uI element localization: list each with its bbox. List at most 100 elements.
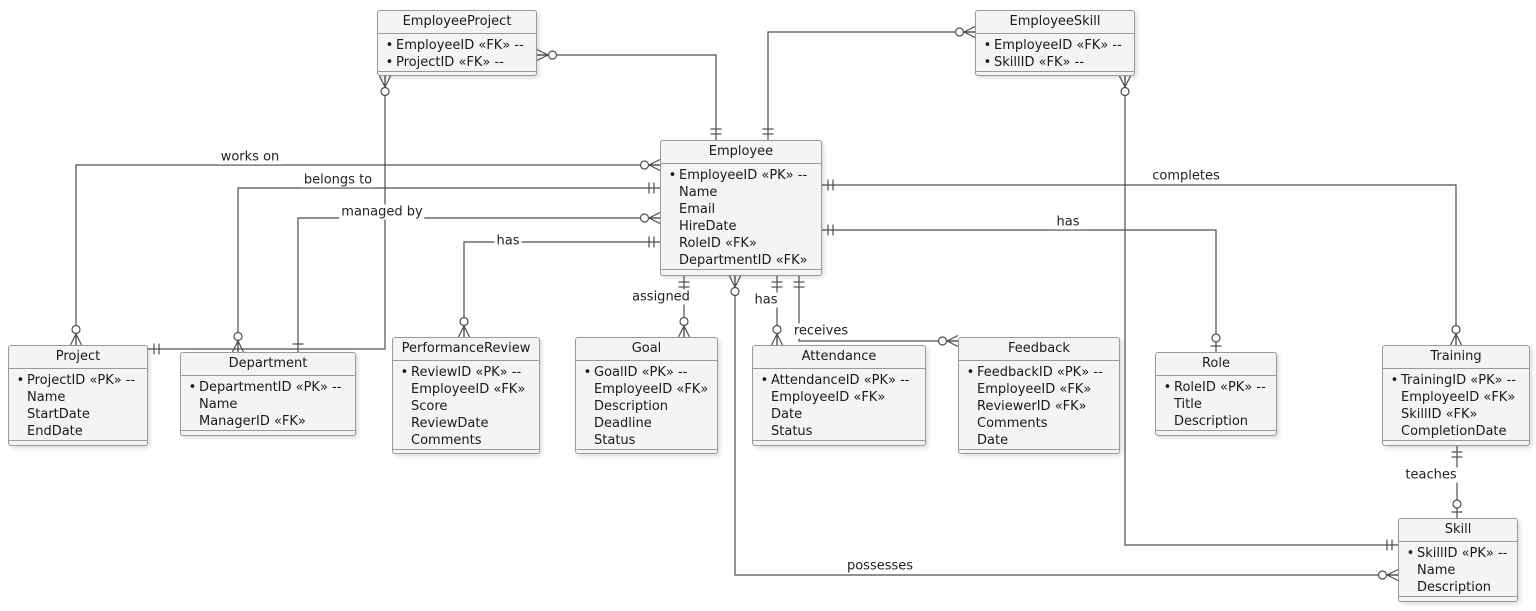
attr-bullet: • [1163, 380, 1172, 395]
entity-attributes: •RoleID «PK» -- Title Description [1156, 376, 1276, 430]
entity-footer [9, 440, 147, 445]
entity-performancereview[interactable]: PerformanceReview •ReviewID «PK» -- Empl… [392, 337, 540, 454]
entity-footer [753, 440, 925, 445]
attr-bullet [1388, 389, 1401, 406]
attribute-row: EmployeeID «FK» [964, 381, 1114, 398]
attribute-row: Description [1161, 413, 1271, 430]
attribute-row: EmployeeID «FK» [1388, 389, 1524, 406]
entity-employeeproject[interactable]: EmployeeProject •EmployeeID «FK» -- •Pro… [377, 10, 537, 76]
entity-department[interactable]: Department •DepartmentID «PK» -- Name Ma… [180, 352, 356, 436]
entity-title: Role [1156, 353, 1276, 376]
attr-text: Name [27, 390, 66, 405]
entity-title: PerformanceReview [393, 338, 539, 361]
relationship-label-has-role: has [1054, 214, 1082, 230]
attribute-row: RoleID «FK» [666, 235, 816, 252]
attr-text: SkillID «PK» -- [1417, 546, 1508, 561]
attr-bullet: • [668, 168, 677, 183]
attr-bullet [758, 406, 771, 423]
entity-footer [976, 71, 1134, 75]
attr-bullet [1161, 396, 1174, 413]
entity-goal[interactable]: Goal •GoalID «PK» -- EmployeeID «FK» Des… [575, 337, 718, 454]
attr-text: ProjectID «FK» -- [396, 55, 504, 70]
attribute-row: ManagerID «FK» [186, 413, 350, 430]
attribute-row: EndDate [14, 423, 142, 440]
attribute-row: Status [581, 432, 712, 449]
relationship-label-possesses: possesses [844, 558, 916, 574]
entity-skill[interactable]: Skill •SkillID «PK» -- Name Description [1398, 518, 1518, 602]
attr-bullet: • [188, 380, 197, 395]
attribute-row: Title [1161, 396, 1271, 413]
attr-text: RoleID «FK» [679, 236, 757, 251]
attr-text: EmployeeID «FK» [594, 382, 709, 397]
entity-role[interactable]: Role •RoleID «PK» -- Title Description [1155, 352, 1277, 436]
attr-bullet: • [400, 365, 409, 380]
attr-text: AttendanceID «PK» -- [771, 373, 910, 388]
attr-text: Comments [411, 433, 482, 448]
entity-attributes: •SkillID «PK» -- Name Description [1399, 542, 1517, 596]
attr-text: RoleID «PK» -- [1174, 380, 1266, 395]
attribute-row: Name [14, 389, 142, 406]
attr-text: ReviewDate [411, 416, 489, 431]
attribute-row: Deadline [581, 415, 712, 432]
attr-bullet: • [583, 365, 592, 380]
attr-text: SkillID «FK» [1401, 407, 1478, 422]
entity-footer [1399, 596, 1517, 601]
attr-text: EmployeeID «FK» [977, 382, 1092, 397]
entity-attributes: •DepartmentID «PK» -- Name ManagerID «FK… [181, 376, 355, 430]
attribute-row: EmployeeID «FK» [581, 381, 712, 398]
attribute-row: Date [758, 406, 920, 423]
attr-text: ReviewID «PK» -- [411, 365, 522, 380]
attribute-row: •FeedbackID «PK» -- [964, 364, 1114, 381]
attr-bullet [581, 415, 594, 432]
entity-attributes: •ProjectID «PK» -- Name StartDate EndDat… [9, 369, 147, 440]
attribute-row: •EmployeeID «FK» -- [383, 37, 531, 54]
entity-employee[interactable]: Employee •EmployeeID «PK» -- Name Email … [660, 140, 822, 276]
attribute-row: •ProjectID «PK» -- [14, 372, 142, 389]
attr-text: EmployeeID «FK» [411, 382, 526, 397]
entity-attendance[interactable]: Attendance •AttendanceID «PK» -- Employe… [752, 345, 926, 446]
attribute-row: Description [1404, 579, 1512, 596]
attr-text: DepartmentID «PK» -- [199, 380, 342, 395]
entity-attributes: •AttendanceID «PK» -- EmployeeID «FK» Da… [753, 369, 925, 440]
attr-bullet [581, 381, 594, 398]
attribute-row: Name [186, 396, 350, 413]
attribute-row: •AttendanceID «PK» -- [758, 372, 920, 389]
entity-footer [393, 449, 539, 453]
entity-employeeskill[interactable]: EmployeeSkill •EmployeeID «FK» -- •Skill… [975, 10, 1135, 76]
entity-training[interactable]: Training •TrainingID «PK» -- EmployeeID … [1382, 345, 1530, 446]
attr-bullet [666, 235, 679, 252]
entity-project[interactable]: Project •ProjectID «PK» -- Name StartDat… [8, 345, 148, 446]
attr-bullet [14, 389, 27, 406]
entity-title: EmployeeSkill [976, 11, 1134, 34]
attribute-row: SkillID «FK» [1388, 406, 1524, 423]
entity-attributes: •TrainingID «PK» -- EmployeeID «FK» Skil… [1383, 369, 1529, 440]
attr-text: ReviewerID «FK» [977, 399, 1087, 414]
attr-bullet [398, 432, 411, 449]
attr-text: HireDate [679, 219, 737, 234]
attribute-row: HireDate [666, 218, 816, 235]
attr-text: Status [594, 433, 636, 448]
entity-title: Attendance [753, 346, 925, 369]
attr-bullet [1404, 579, 1417, 596]
entity-feedback[interactable]: Feedback •FeedbackID «PK» -- EmployeeID … [958, 337, 1120, 454]
relationship-label-works-on: works on [218, 149, 282, 165]
entity-title: Employee [661, 141, 821, 164]
attr-text: StartDate [27, 407, 90, 422]
attr-bullet [964, 398, 977, 415]
attr-bullet [398, 381, 411, 398]
relationship-label-has-attendance: has [752, 292, 780, 308]
attribute-row: •ProjectID «FK» -- [383, 54, 531, 71]
attribute-row: •GoalID «PK» -- [581, 364, 712, 381]
attr-bullet [666, 201, 679, 218]
attr-text: Deadline [594, 416, 652, 431]
entity-attributes: •GoalID «PK» -- EmployeeID «FK» Descript… [576, 361, 717, 449]
entity-attributes: •ReviewID «PK» -- EmployeeID «FK» Score … [393, 361, 539, 449]
attribute-row: •EmployeeID «PK» -- [666, 167, 816, 184]
attr-bullet [1388, 423, 1401, 440]
attribute-row: Comments [398, 432, 534, 449]
entity-footer [959, 449, 1119, 453]
relationship-label-teaches: teaches [1403, 467, 1459, 483]
attribute-row: Description [581, 398, 712, 415]
attr-bullet [398, 415, 411, 432]
